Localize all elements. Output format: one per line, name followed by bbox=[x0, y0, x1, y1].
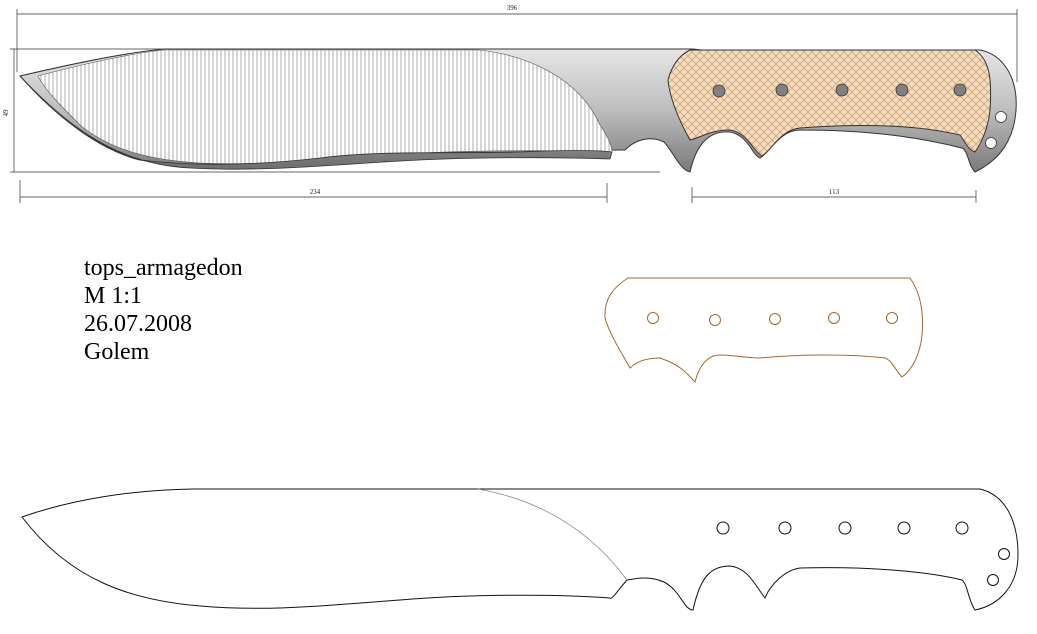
handle-pin bbox=[895, 83, 909, 97]
date-label: 26.07.2008 bbox=[84, 311, 192, 337]
grind-line bbox=[477, 488, 628, 581]
handle-length-label: 113 bbox=[829, 188, 840, 196]
handle-pin bbox=[712, 84, 726, 98]
lanyard-hole bbox=[987, 574, 999, 586]
scale-label: M 1:1 bbox=[84, 283, 143, 309]
overall-length-label: 396 bbox=[507, 4, 518, 12]
lanyard-hole bbox=[998, 548, 1010, 560]
lanyard-hole bbox=[995, 111, 1007, 123]
scale-pin-hole bbox=[647, 312, 659, 324]
tang-pin-hole bbox=[778, 521, 792, 535]
tang-pin-hole bbox=[897, 521, 911, 535]
scale-pin-hole bbox=[886, 312, 898, 324]
dimension-lines bbox=[10, 9, 1018, 203]
scale-outline bbox=[604, 277, 923, 384]
shaded-knife-view bbox=[19, 48, 1017, 173]
blade-grind-hatch bbox=[37, 49, 613, 164]
handle-scale bbox=[667, 49, 992, 157]
scale-pin-hole bbox=[769, 313, 781, 325]
handle-pin bbox=[775, 83, 789, 97]
knife-outline-template bbox=[21, 488, 1019, 611]
blade-height-label: 49 bbox=[2, 109, 10, 117]
handle-pin bbox=[835, 83, 849, 97]
tang-pin-hole bbox=[955, 521, 969, 535]
scale-pin-hole bbox=[828, 312, 840, 324]
blade-length-label: 234 bbox=[310, 188, 321, 196]
blade-outline bbox=[21, 488, 1019, 611]
handle-scale-template bbox=[604, 277, 923, 384]
handle-pin bbox=[953, 83, 967, 97]
author-label: Golem bbox=[84, 339, 150, 365]
template-info-block: tops_armagedon M 1:1 26.07.2008 Golem bbox=[84, 254, 243, 366]
model-name: tops_armagedon bbox=[84, 255, 243, 281]
scale-pin-hole bbox=[709, 314, 721, 326]
tang-pin-hole bbox=[838, 521, 852, 535]
blade-edge-bevel bbox=[19, 75, 613, 170]
lanyard-hole bbox=[985, 137, 997, 149]
tang-pin-hole bbox=[716, 521, 730, 535]
